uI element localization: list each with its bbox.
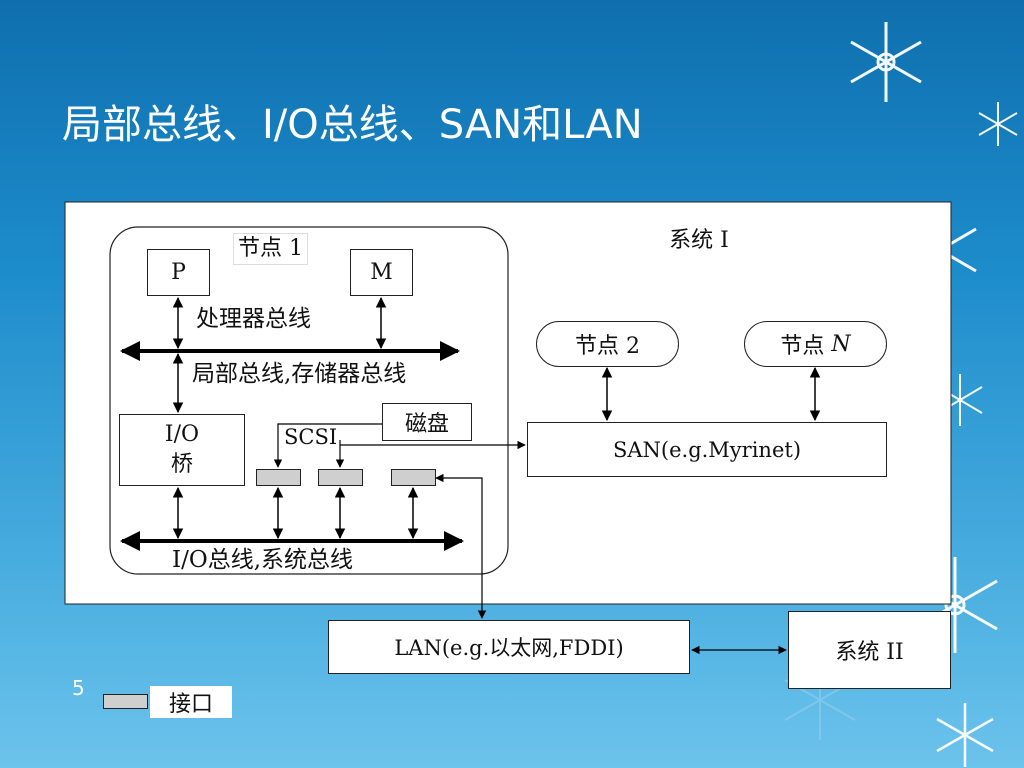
processor-box: P bbox=[147, 249, 210, 296]
system-2-box: 系统 II bbox=[788, 611, 951, 689]
io-bus-label: I/O总线,系统总线 bbox=[172, 547, 354, 573]
processor-bus-label: 处理器总线 bbox=[192, 304, 315, 334]
scsi-label: SCSI bbox=[284, 425, 338, 449]
io-bridge-box: I/O 桥 bbox=[119, 414, 245, 486]
legend-interface-swatch bbox=[103, 694, 148, 709]
node-1-frame bbox=[109, 226, 509, 575]
san-box: SAN(e.g.Myrinet) bbox=[527, 422, 887, 477]
io-bridge-line2: 桥 bbox=[170, 452, 193, 477]
node-1-label: 节点 1 bbox=[233, 233, 308, 265]
interface-block-2 bbox=[318, 469, 363, 486]
io-bridge-line1: I/O bbox=[164, 422, 200, 447]
system-1-label: 系统 I bbox=[627, 226, 771, 256]
interface-block-3 bbox=[391, 469, 436, 486]
node-n-var: N bbox=[831, 331, 851, 357]
memory-box: M bbox=[350, 249, 413, 296]
local-bus-label: 局部总线,存储器总线 bbox=[192, 361, 407, 387]
node-n-prefix: 节点 bbox=[780, 334, 832, 359]
interface-block-1 bbox=[256, 469, 301, 486]
slide-title: 局部总线、I/O总线、SAN和LAN bbox=[62, 102, 643, 148]
node-2-box: 节点 2 bbox=[536, 321, 679, 367]
legend-interface-label: 接口 bbox=[150, 686, 232, 718]
disk-box: 磁盘 bbox=[382, 403, 472, 441]
slide-number: 5 bbox=[72, 676, 85, 700]
node-n-box: 节点 N bbox=[744, 321, 887, 367]
lan-box: LAN(e.g.以太网,FDDI) bbox=[328, 620, 690, 674]
